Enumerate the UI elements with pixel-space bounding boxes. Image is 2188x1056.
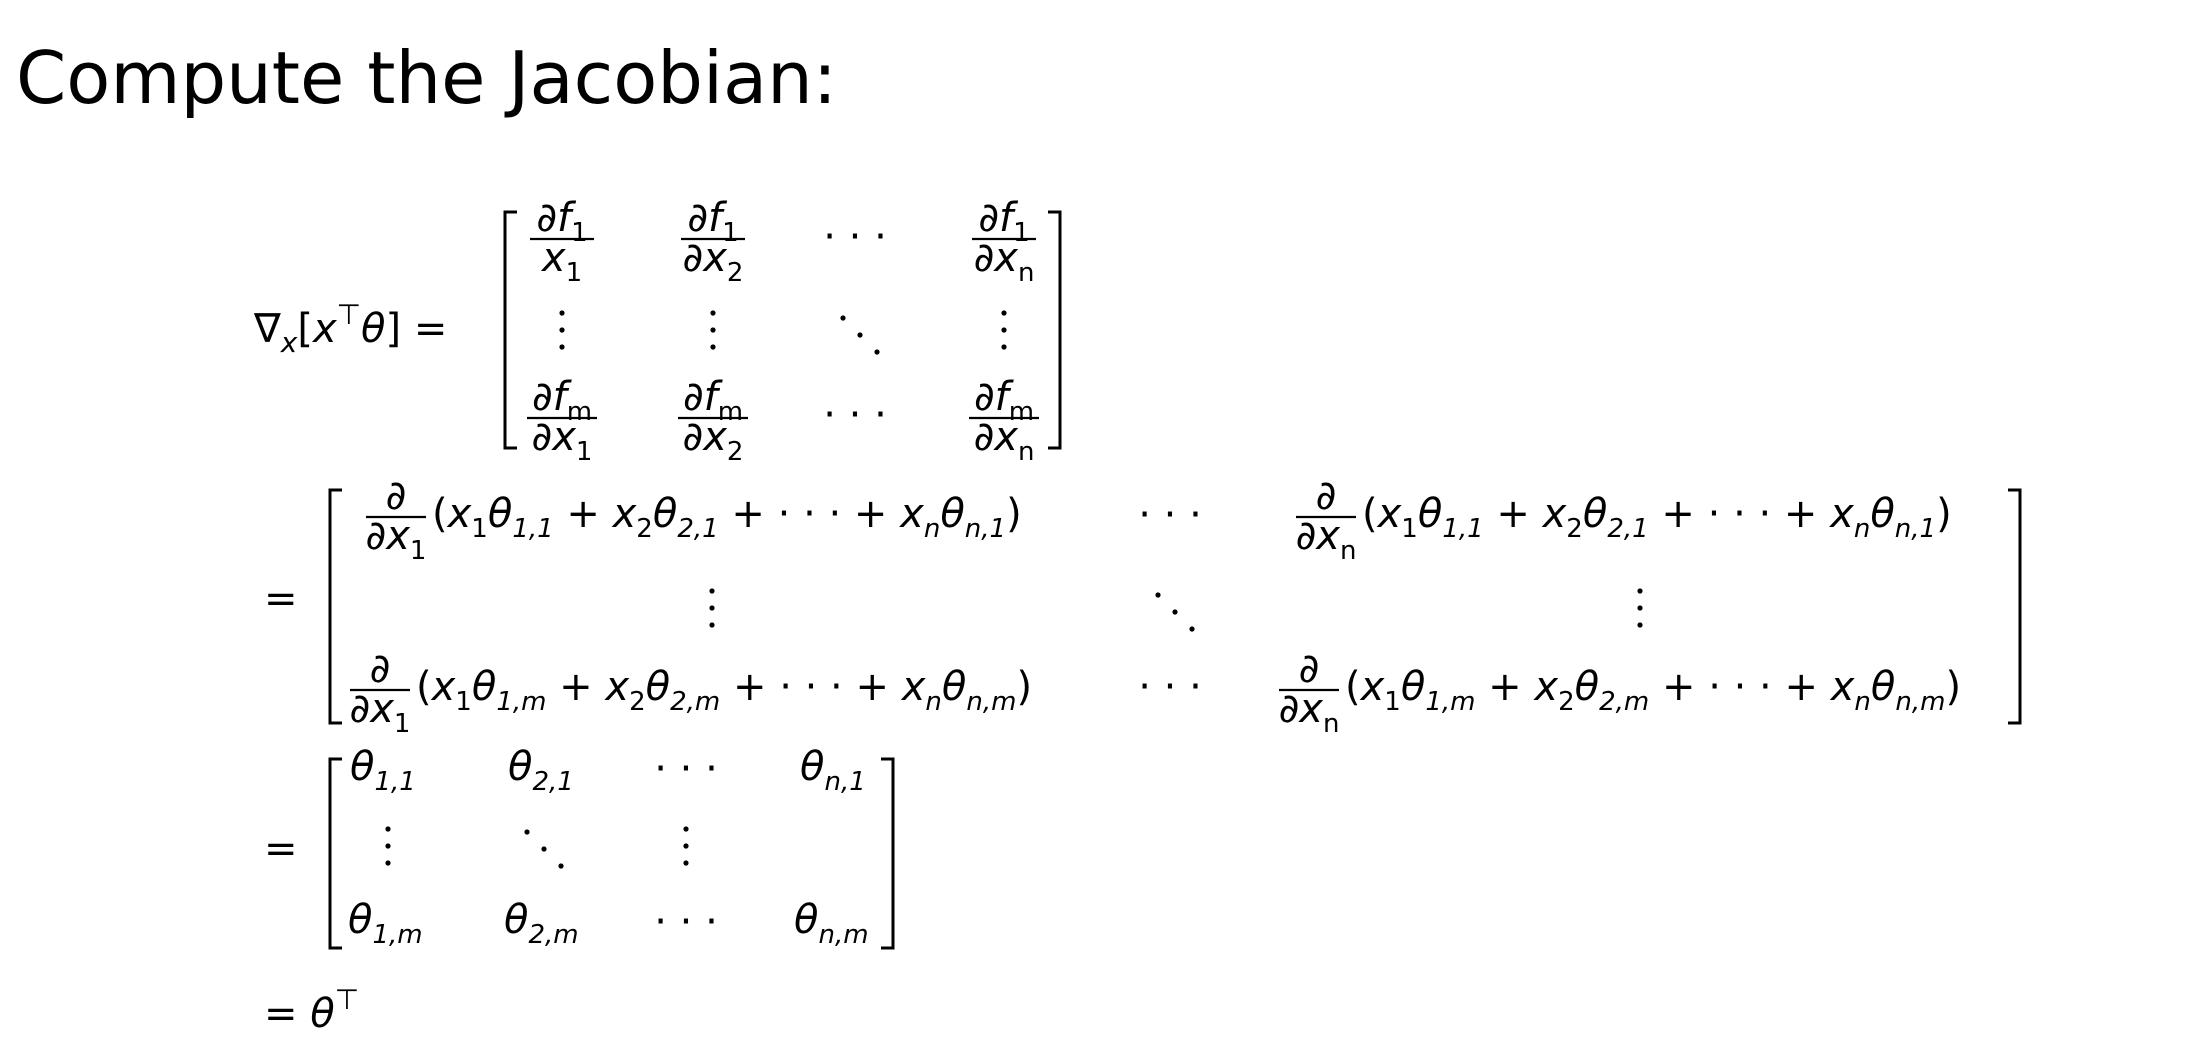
line1-vdots-1 <box>559 310 565 350</box>
line3-vdots-3 <box>683 826 689 866</box>
line3-entry-n-m: θn,m <box>794 897 869 950</box>
line3-hdots-top: · · · <box>654 746 718 792</box>
line2-ddots <box>1155 592 1195 632</box>
line2-left-bracket <box>328 488 342 725</box>
line1-entry-1-n: ∂f1∂xn <box>972 195 1036 288</box>
line3-entry-1-1: θ1,1 <box>350 744 416 797</box>
denominator: ∂xn <box>974 414 1035 467</box>
line4-result: = θ⊤ <box>264 983 359 1037</box>
line3-entry-1-m: θ1,m <box>348 897 423 950</box>
line1-left-bracket <box>503 210 517 450</box>
line3-entry-2-m: θ2,m <box>504 897 579 950</box>
numerator: ∂ <box>1299 646 1320 692</box>
denominator: ∂x2 <box>683 235 744 288</box>
denominator: ∂xn <box>1279 686 1340 739</box>
line2-vdots-1 <box>709 588 715 628</box>
numerator: ∂ <box>1316 473 1337 519</box>
line1-ddots <box>840 315 880 355</box>
line1-entry-m-n: ∂fm∂xn <box>969 374 1039 467</box>
line2-vdots-n <box>1637 588 1643 628</box>
line2-right-bracket <box>2008 488 2022 725</box>
line2-hdots-top: · · · <box>1138 492 1202 538</box>
line2-equals: = <box>264 576 298 622</box>
numerator: ∂fm <box>532 374 592 427</box>
line1-entry-1-2: ∂f1∂x2 <box>681 195 745 288</box>
line1-vdots-n <box>1001 310 1007 350</box>
denominator: ∂xn <box>974 235 1035 288</box>
line1-hdots-bottom: · · · <box>823 392 887 438</box>
line3-equals: = <box>264 826 298 872</box>
line2-entry-1-1-operator: ∂∂x1 <box>366 473 427 566</box>
line3-entry-2-1: θ2,1 <box>508 744 574 797</box>
numerator: ∂ <box>370 646 391 692</box>
line1-entry-m-1: ∂fm∂x1 <box>527 374 597 467</box>
numerator: ∂f1 <box>687 195 738 248</box>
line2-entry-1-n-operator: ∂∂xn <box>1296 473 1357 566</box>
slide-title: Compute the Jacobian: <box>16 36 837 120</box>
denominator: ∂x2 <box>683 414 744 467</box>
line1-vdots-2 <box>710 310 716 350</box>
line3-ddots <box>524 829 564 869</box>
denominator: ∂x1 <box>532 414 593 467</box>
line2-entry-m-1-operator: ∂∂x1 <box>350 646 411 739</box>
denominator: ∂x1 <box>350 686 411 739</box>
line3-right-bracket <box>881 757 895 950</box>
line1-hdots-top: · · · <box>823 214 887 260</box>
line2-entry-m-1-sum: (x1θ1,m + x2θ2,m + · · · + xnθn,m) <box>416 664 1032 717</box>
line1-lhs: ∇x[x⊤θ] = <box>253 298 447 359</box>
denominator: x1 <box>540 235 582 288</box>
line2-entry-m-n-sum: (x1θ1,m + x2θ2,m + · · · + xnθn,m) <box>1345 664 1961 717</box>
line2-entry-1-n-sum: (x1θ1,1 + x2θ2,1 + · · · + xnθn,1) <box>1362 491 1952 544</box>
line3-vdots-1 <box>385 826 391 866</box>
line3-hdots-bottom: · · · <box>654 899 718 945</box>
line2-entry-1-1-sum: (x1θ1,1 + x2θ2,1 + · · · + xnθn,1) <box>432 491 1022 544</box>
line1-entry-m-2: ∂fm∂x2 <box>678 374 748 467</box>
line3-entry-n-1: θn,1 <box>800 744 866 797</box>
line3-left-bracket <box>328 757 342 950</box>
line2-hdots-bottom: · · · <box>1138 664 1202 710</box>
numerator: ∂ <box>386 473 407 519</box>
denominator: ∂xn <box>1296 513 1357 566</box>
line1-right-bracket <box>1048 210 1062 450</box>
denominator: ∂x1 <box>366 513 427 566</box>
line2-entry-m-n-operator: ∂∂xn <box>1279 646 1340 739</box>
